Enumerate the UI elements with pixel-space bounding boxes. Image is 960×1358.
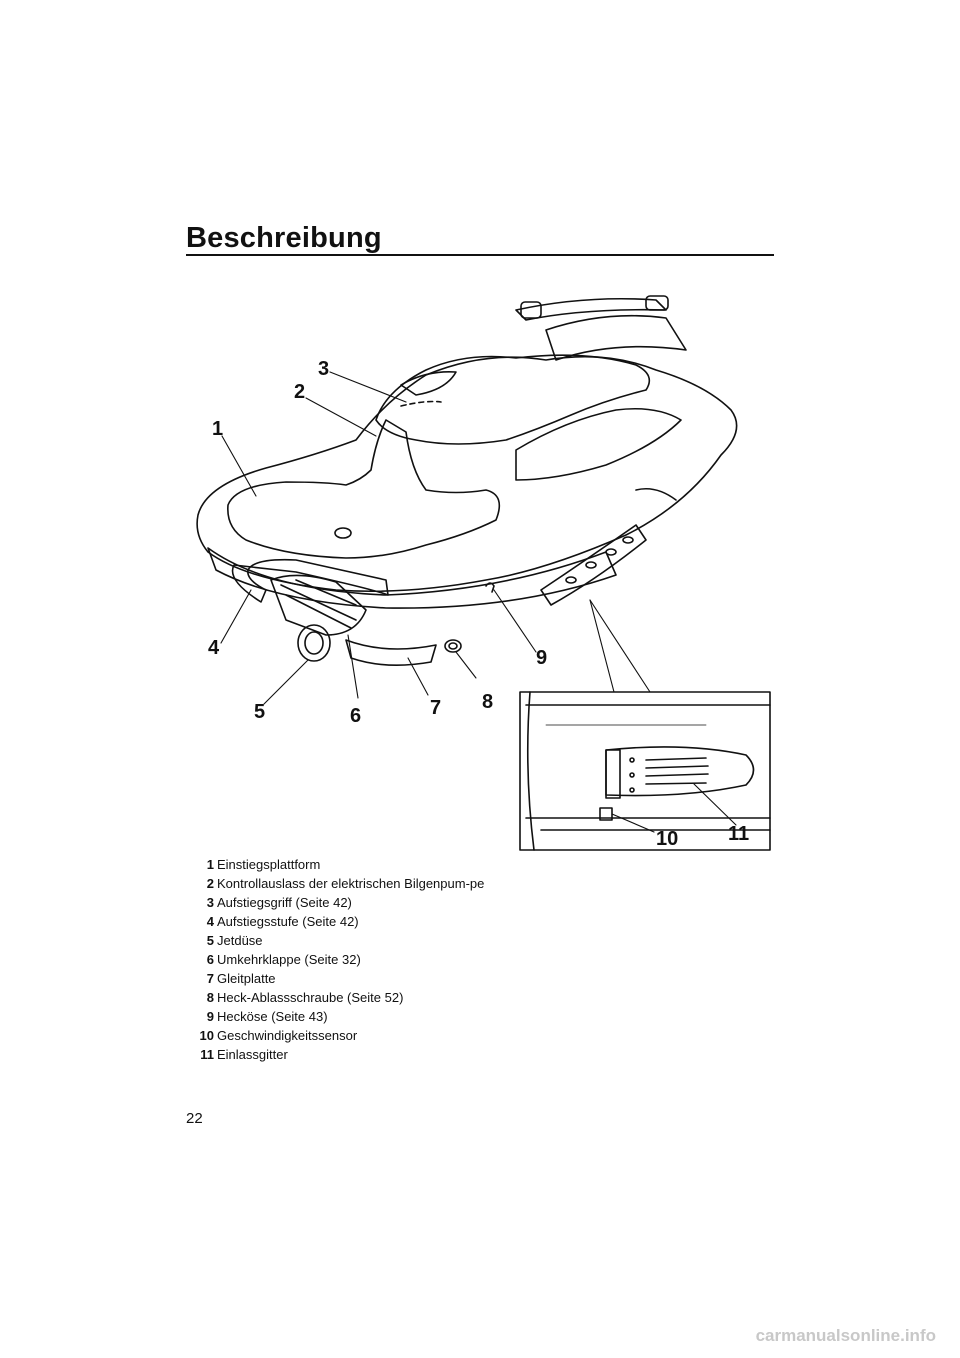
- title-rule: [186, 254, 774, 256]
- boarding-step-drawing: [231, 558, 389, 603]
- callout-6: 6: [350, 705, 361, 727]
- handlebar-drawing: [515, 295, 687, 361]
- hull-outline: [196, 355, 738, 593]
- callout-4: 4: [208, 637, 220, 659]
- platform-drawing: [227, 419, 501, 559]
- seat-drawing: [375, 354, 651, 445]
- callout-10: 10: [656, 828, 678, 850]
- callout-9: 9: [536, 647, 547, 669]
- inset-detail: [519, 691, 771, 851]
- jet-nozzle-drawing: [270, 574, 367, 662]
- callout-11: 11: [728, 823, 749, 845]
- callout-3: 3: [318, 358, 329, 380]
- watermark: carmanualsonline.info: [755, 1326, 936, 1345]
- callout-1: 1: [212, 418, 223, 440]
- page-number: 22: [186, 1110, 203, 1127]
- watercraft-illustration: 1 2 3 4 5 6 7 8 9 10 11: [186, 290, 776, 852]
- callout-5: 5: [254, 701, 265, 723]
- callout-2: 2: [294, 381, 305, 403]
- page-title: Beschreibung: [186, 222, 382, 254]
- callout-7: 7: [430, 697, 441, 719]
- callout-8: 8: [482, 691, 493, 713]
